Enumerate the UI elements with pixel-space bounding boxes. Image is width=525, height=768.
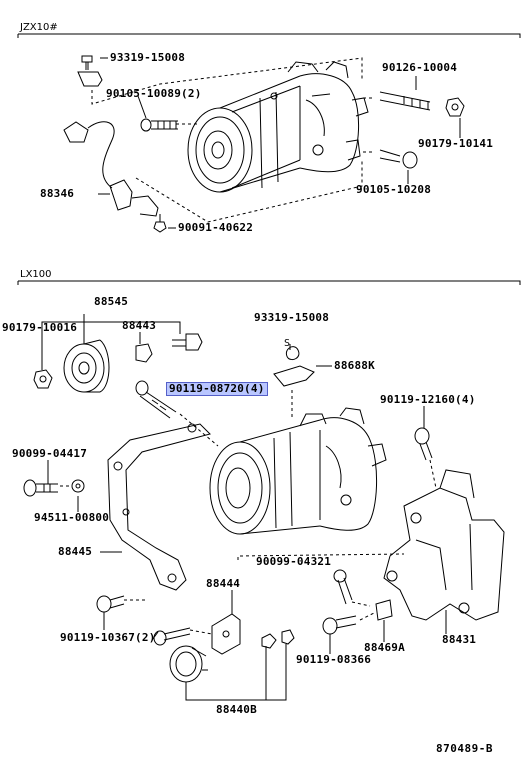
bracket-88431 [383, 469, 505, 621]
s-mark: S [284, 338, 291, 349]
part-label[interactable]: 90099-04321 [256, 555, 332, 568]
part-label[interactable]: 88444 [206, 577, 241, 590]
part-label[interactable]: 94511-00800 [34, 511, 110, 524]
figure-id: 870489-B [436, 742, 493, 755]
part-label[interactable]: 90119-12160(4) [380, 393, 476, 406]
leaders-top [91, 57, 372, 223]
part-label[interactable]: 90126-10004 [382, 61, 458, 74]
bracket-88445 [107, 423, 211, 591]
part-label[interactable]: 90091-40622 [178, 221, 254, 234]
part-label[interactable]: 90179-10141 [418, 137, 494, 150]
part-label[interactable]: 90105-10208 [356, 183, 432, 196]
part-label[interactable]: 88469A [364, 641, 405, 654]
part-label-highlighted[interactable]: 90119-08720(4) [166, 382, 268, 396]
top-leaders-solid [98, 57, 461, 229]
part-label[interactable]: 88445 [58, 545, 93, 558]
part-label[interactable]: 90119-10367(2) [60, 631, 156, 644]
part-label[interactable]: 90099-04417 [12, 447, 88, 460]
part-label[interactable]: 90105-10089(2) [106, 87, 202, 100]
section-title-jzx10: JZX10# [20, 22, 58, 33]
leaders-bottom [60, 390, 437, 635]
section-frame-bottom [17, 280, 521, 285]
part-label[interactable]: 90119-08366 [296, 653, 372, 666]
part-label[interactable]: 88440B [216, 703, 257, 716]
compressor-top [187, 61, 369, 193]
part-label[interactable]: 88346 [40, 187, 75, 200]
part-label[interactable]: 88688K [334, 359, 375, 372]
pulley-88545 [63, 339, 110, 393]
compressor-bottom [209, 407, 387, 535]
bottom-leaders-solid [41, 314, 447, 701]
section-title-lx100: LX100 [20, 269, 52, 280]
part-label[interactable]: 88443 [122, 319, 157, 332]
part-label[interactable]: 88545 [94, 295, 129, 308]
part-label[interactable]: 90179-10016 [2, 321, 78, 334]
section-frame-top [17, 33, 521, 38]
top-hardware [63, 55, 465, 233]
part-label[interactable]: 88431 [442, 633, 477, 646]
part-label[interactable]: 93319-15008 [254, 311, 330, 324]
part-label[interactable]: 93319-15008 [110, 51, 186, 64]
